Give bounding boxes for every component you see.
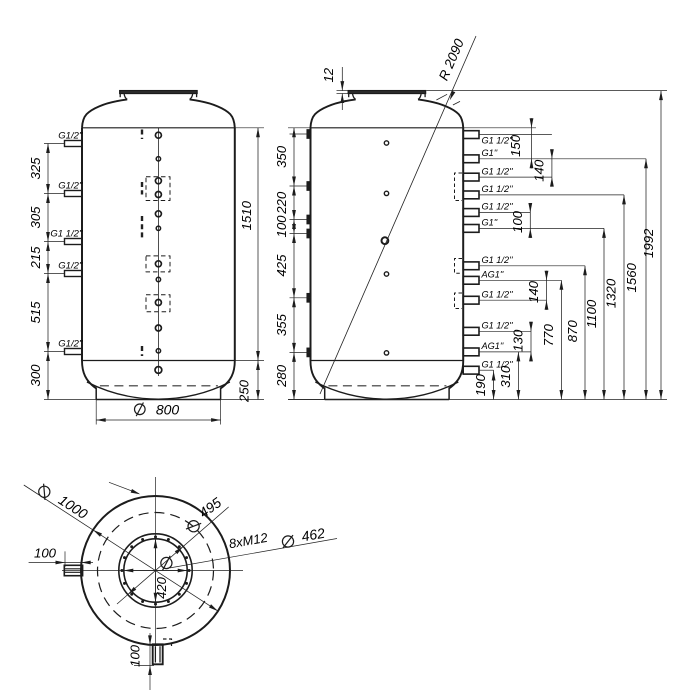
svg-text:1560: 1560 <box>624 262 639 292</box>
svg-text:305: 305 <box>28 206 43 229</box>
svg-text:G1/2'': G1/2'' <box>58 181 83 192</box>
svg-text:12: 12 <box>321 67 336 82</box>
svg-text:G1'': G1'' <box>482 148 499 158</box>
svg-text:100: 100 <box>510 210 525 233</box>
svg-text:1100: 1100 <box>584 299 599 328</box>
svg-text:515: 515 <box>28 301 43 324</box>
svg-text:G1 1/2'': G1 1/2'' <box>482 184 514 194</box>
svg-text:420: 420 <box>154 576 169 598</box>
svg-text:280: 280 <box>274 364 289 388</box>
svg-text:220: 220 <box>274 191 289 215</box>
svg-text:462: 462 <box>300 525 326 545</box>
svg-text:G1'': G1'' <box>482 218 499 228</box>
svg-text:425: 425 <box>274 254 289 277</box>
svg-text:1992: 1992 <box>641 228 656 258</box>
svg-text:G1 1/2'': G1 1/2'' <box>50 229 83 240</box>
svg-text:140: 140 <box>526 280 541 303</box>
svg-text:150: 150 <box>508 134 523 157</box>
svg-text:G1/2'': G1/2'' <box>58 261 83 272</box>
svg-text:G1 1/2'': G1 1/2'' <box>482 289 514 299</box>
svg-text:G1/2'': G1/2'' <box>58 339 83 350</box>
svg-text:300: 300 <box>28 364 43 387</box>
svg-text:190: 190 <box>473 374 488 397</box>
svg-text:AG1'': AG1'' <box>481 341 505 351</box>
svg-text:100: 100 <box>34 546 57 561</box>
svg-text:350: 350 <box>274 145 289 168</box>
svg-text:770: 770 <box>541 324 556 347</box>
svg-text:250: 250 <box>237 379 252 403</box>
svg-text:G1/2'': G1/2'' <box>58 131 83 142</box>
svg-text:G1 1/2'': G1 1/2'' <box>482 202 514 212</box>
svg-text:140: 140 <box>532 159 547 182</box>
svg-text:1510: 1510 <box>239 200 254 230</box>
svg-text:8xM12: 8xM12 <box>228 530 270 552</box>
svg-text:AG1'': AG1'' <box>481 270 505 280</box>
svg-text:G1 1/2'': G1 1/2'' <box>482 321 514 331</box>
svg-text:870: 870 <box>565 320 580 343</box>
svg-text:G1 1/2'': G1 1/2'' <box>482 359 514 369</box>
svg-text:G1 1/2'': G1 1/2'' <box>482 136 514 146</box>
svg-text:G1 1/2'': G1 1/2'' <box>482 255 514 265</box>
svg-text:800: 800 <box>156 402 180 418</box>
svg-text:215: 215 <box>28 246 43 270</box>
svg-text:310: 310 <box>498 365 513 388</box>
svg-text:325: 325 <box>28 157 43 180</box>
svg-text:355: 355 <box>274 313 289 336</box>
svg-text:100: 100 <box>128 644 143 667</box>
svg-text:G1 1/2'': G1 1/2'' <box>482 166 514 176</box>
svg-text:100: 100 <box>274 215 289 238</box>
svg-text:1320: 1320 <box>604 278 619 308</box>
svg-text:130: 130 <box>511 329 526 352</box>
